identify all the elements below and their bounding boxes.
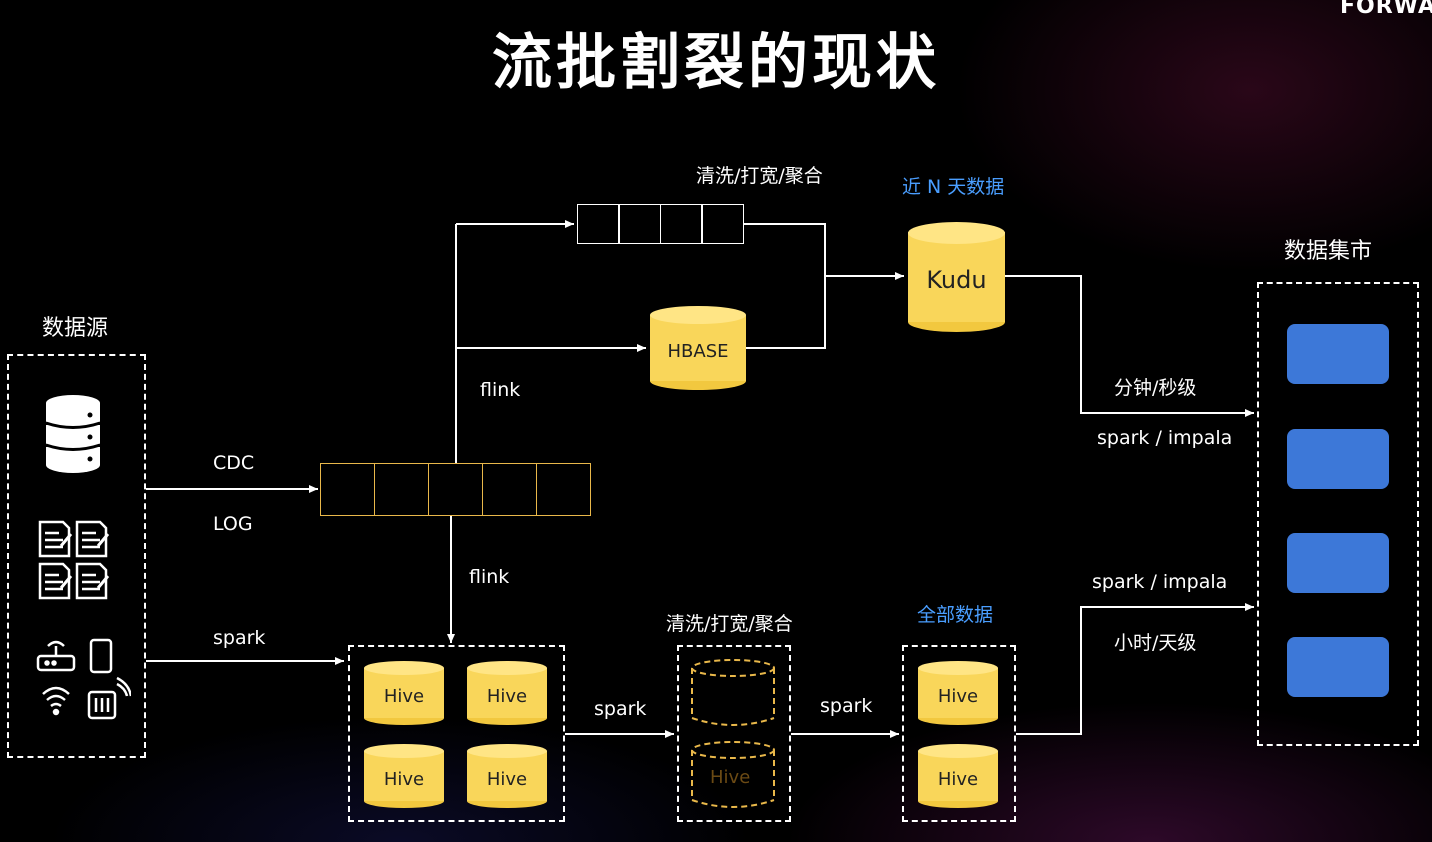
batch-clean-box xyxy=(677,645,791,822)
mart-bottom-latency-label: 小时/天级 xyxy=(1114,632,1197,654)
hive-table: Hive xyxy=(364,661,444,725)
mart-top-latency-label: 分钟/秒级 xyxy=(1114,377,1197,399)
queue-cell xyxy=(701,204,744,244)
recent-data-label: 近 N 天数据 xyxy=(902,176,1005,198)
hbase-store: HBASE xyxy=(650,306,746,390)
queue-cell xyxy=(319,463,375,516)
queue-cell xyxy=(659,204,703,244)
mart-block xyxy=(1287,533,1389,593)
source-box xyxy=(7,354,146,758)
mart-bottom-engine-label: spark / impala xyxy=(1092,571,1228,593)
kudu-store: Kudu xyxy=(908,222,1005,332)
temp-tables-icon xyxy=(691,659,775,808)
spark-batch-label-2: spark xyxy=(820,695,873,717)
hbase-label: HBASE xyxy=(667,341,729,362)
arrow-kudu-to-mart xyxy=(1005,275,1254,417)
hive-table: Hive xyxy=(364,744,444,808)
page-title: 流批割裂的现状 xyxy=(492,28,940,98)
hive-table: Hive xyxy=(918,744,998,808)
iot-device-icon xyxy=(36,638,131,720)
queue-cell xyxy=(535,463,591,516)
batch-clean-label: 清洗/打宽/聚合 xyxy=(666,613,793,635)
log-label: LOG xyxy=(213,513,253,535)
data-mart-box xyxy=(1257,282,1419,746)
line-hbase-to-kudu xyxy=(745,276,826,349)
mart-block xyxy=(1287,324,1389,384)
hive-label: Hive xyxy=(937,686,979,707)
flink-bottom-label: flink xyxy=(469,566,510,588)
faded-hive-label: Hive xyxy=(710,767,751,788)
mart-block xyxy=(1287,429,1389,489)
hive-label: Hive xyxy=(486,686,528,707)
hive-label: Hive xyxy=(937,769,979,790)
queue-cell xyxy=(427,463,483,516)
stream-clean-label: 清洗/打宽/聚合 xyxy=(696,165,823,187)
hive-label: Hive xyxy=(383,686,425,707)
hive-label: Hive xyxy=(486,769,528,790)
spark-ingest-label: spark xyxy=(213,627,266,649)
document-icon xyxy=(38,520,110,600)
database-icon xyxy=(45,395,101,473)
mart-label: 数据集市 xyxy=(1284,239,1373,264)
hive-table: Hive xyxy=(918,661,998,725)
flink-top-label: flink xyxy=(480,379,521,401)
hive-group-box xyxy=(348,645,565,822)
kudu-label: Kudu xyxy=(926,266,987,294)
cdc-label: CDC xyxy=(213,452,255,474)
message-queue xyxy=(319,463,591,516)
hive-label: Hive xyxy=(383,769,425,790)
queue-cell xyxy=(481,463,537,516)
all-data-label: 全部数据 xyxy=(917,604,994,626)
spark-batch-label-1: spark xyxy=(594,698,647,720)
mart-top-engine-label: spark / impala xyxy=(1097,427,1233,449)
arrow-all-to-mart xyxy=(1016,603,1254,735)
stream-queue xyxy=(576,204,744,244)
line-top-queue-to-kudu xyxy=(744,223,826,276)
brand-logo: FORWA xyxy=(1340,0,1432,19)
queue-cell xyxy=(618,204,661,244)
queue-cell xyxy=(373,463,429,516)
all-data-box xyxy=(902,645,1016,822)
hive-table: Hive xyxy=(467,744,547,808)
hive-table: Hive xyxy=(467,661,547,725)
mart-block xyxy=(1287,637,1389,697)
queue-cell xyxy=(576,204,620,244)
source-label: 数据源 xyxy=(42,316,109,341)
